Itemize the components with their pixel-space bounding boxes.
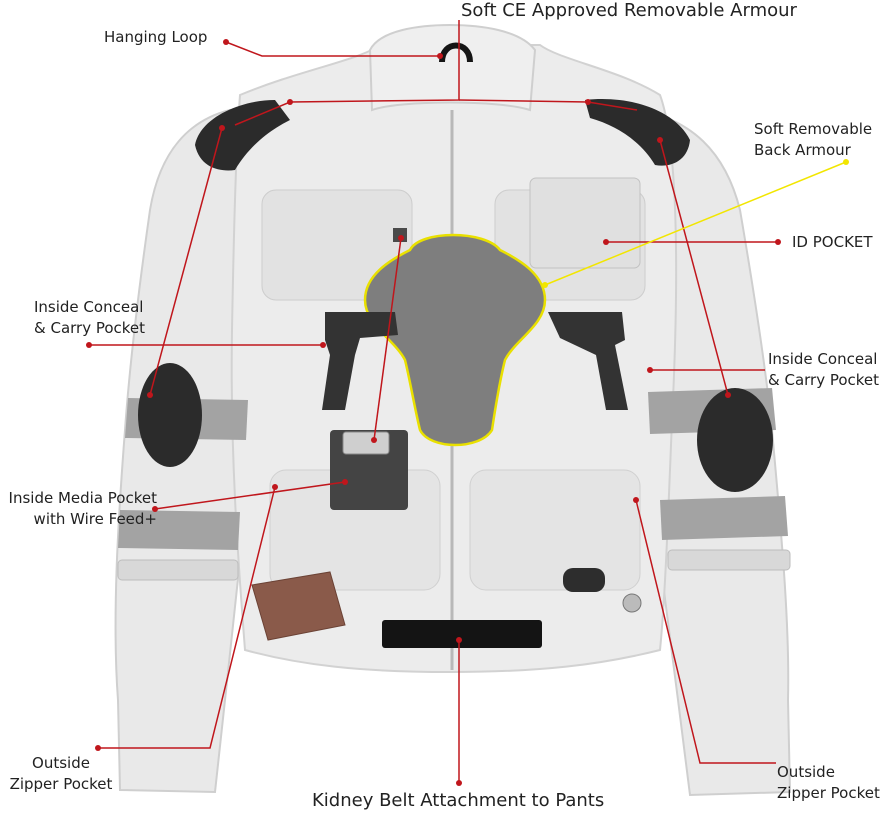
dot-hanging-loop-end — [437, 53, 443, 59]
dot-armour-left-elbow — [147, 392, 153, 398]
conceal-right-label: Inside Conceal & Carry Pocket — [768, 349, 879, 391]
armour-line — [234, 20, 460, 126]
kidney-belt-zipper — [382, 620, 542, 648]
hanging-loop-label: Hanging Loop — [104, 28, 208, 46]
zipper-left-line — [98, 486, 276, 749]
dot-armour-left — [287, 99, 293, 105]
media-pocket-line-tag — [373, 237, 402, 441]
back-armour-line — [544, 161, 847, 286]
id-pocket — [529, 177, 641, 269]
dot-armour-right-shoulder — [657, 137, 663, 143]
left-gun — [322, 312, 398, 410]
back-armour-dots — [542, 159, 849, 288]
zipper-right-label-line2: Zipper Pocket — [777, 784, 880, 802]
dot-armour-left-shoulder — [219, 125, 225, 131]
conceal-right-label-line1: Inside Conceal — [768, 350, 878, 368]
zipper-right-label-line1: Outside — [777, 763, 835, 781]
jacket-illustration — [114, 23, 792, 797]
dot-zipper-right-end — [633, 497, 639, 503]
car-key — [563, 568, 605, 592]
dot-zipper-left-end — [272, 484, 278, 490]
zipper-left-label-line2: Zipper Pocket — [9, 775, 113, 793]
dot-zipper-left — [95, 745, 101, 751]
dot-armour-right-elbow — [725, 392, 731, 398]
armour-label: Soft CE Approved Removable Armour — [461, 0, 797, 21]
lower-right-panel — [469, 469, 641, 591]
dot-back-armour — [542, 282, 548, 288]
left-sleeve-band-lower — [118, 510, 240, 550]
conceal-left-label: Inside Conceal & Carry Pocket — [34, 297, 145, 339]
callout-dots — [86, 39, 781, 786]
kidney-belt-label: Kidney Belt Attachment to Pants — [312, 790, 605, 811]
left-chest-panel — [261, 189, 413, 301]
dot-media-tag — [371, 437, 377, 443]
back-armour-label: Soft Removable Back Armour — [754, 119, 872, 161]
zipper-right-label: Outside Zipper Pocket — [777, 762, 880, 804]
zipper-left-label-line1: Outside — [32, 754, 90, 772]
right-elbow-armour — [697, 388, 773, 492]
media-pocket-label-line2: with Wire Feed+ — [33, 510, 157, 528]
dot-id-pocket-end — [775, 239, 781, 245]
zipper-right-line — [635, 499, 776, 764]
dot-id-pocket — [603, 239, 609, 245]
back-armour-label-line2: Back Armour — [754, 141, 851, 159]
zipper-left-label: Outside Zipper Pocket — [4, 753, 118, 795]
phone — [342, 431, 390, 455]
hanging-loop-line — [225, 41, 440, 57]
right-shoulder-armour — [585, 99, 690, 166]
conceal-left-label-line2: & Carry Pocket — [34, 319, 146, 337]
dot-conceal-left-end — [320, 342, 326, 348]
dot-media-tag-end — [398, 235, 404, 241]
media-pocket-line — [154, 481, 346, 510]
conceal-left-label-line1: Inside Conceal — [34, 298, 144, 316]
dot-media-pocket-end — [342, 479, 348, 485]
id-pocket-label: ID POCKET — [792, 233, 873, 251]
dot-hanging-loop — [223, 39, 229, 45]
right-gun — [548, 312, 628, 410]
dot-kidney-belt-end — [456, 780, 462, 786]
left-cuff-strap — [117, 559, 239, 581]
left-elbow-armour — [138, 363, 202, 467]
back-armour-label-line1: Soft Removable — [754, 120, 873, 138]
left-shoulder-armour — [195, 100, 290, 171]
dot-conceal-right — [647, 367, 653, 373]
conceal-right-label-line2: & Carry Pocket — [768, 371, 880, 389]
dot-media-pocket — [152, 506, 158, 512]
armour-line-left-elbow — [149, 127, 223, 396]
dot-conceal-left — [86, 342, 92, 348]
right-sleeve-band-lower — [660, 496, 788, 540]
key-ring — [622, 593, 642, 613]
collar — [368, 23, 537, 112]
dot-kidney-belt — [456, 637, 462, 643]
media-pocket-label-line1: Inside Media Pocket — [8, 489, 157, 507]
media-pocket-label: Inside Media Pocket with Wire Feed+ — [0, 488, 157, 530]
wallet — [251, 571, 346, 641]
dot-armour-right — [585, 99, 591, 105]
armour-line-right-elbow — [659, 139, 729, 396]
right-cuff-strap — [667, 549, 791, 571]
dot-back-armour-end — [843, 159, 849, 165]
